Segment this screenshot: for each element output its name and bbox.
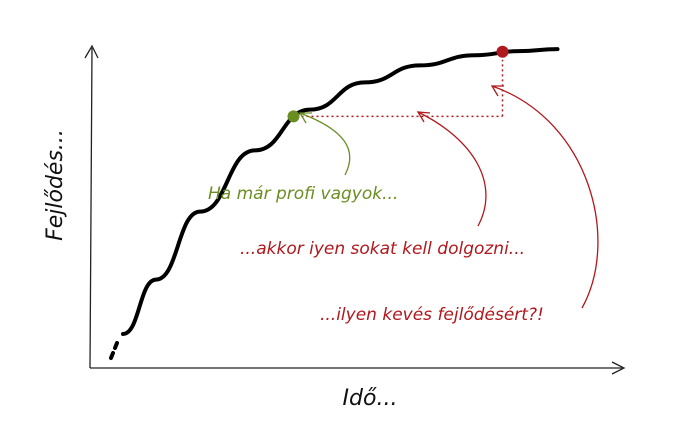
series-group	[109, 47, 560, 360]
arrow-red-2	[491, 85, 599, 309]
arrow-green	[299, 112, 351, 176]
series-start-dash-1	[109, 351, 115, 360]
arrow-red-1-head	[416, 111, 431, 123]
x-axis-arrowhead	[611, 361, 626, 375]
arrow-red-1	[417, 111, 487, 227]
series-line-0	[121, 47, 560, 336]
annotation-red-1: ...akkor iyen sokat kell dolgozni...	[240, 239, 525, 259]
annotation-green: Ha már profi vagyok...	[208, 184, 398, 204]
series-start-dash-0	[113, 341, 119, 350]
y-axis-title: Fejlődés...	[43, 129, 68, 241]
data-point-0	[287, 110, 300, 123]
x-axis-title: Idő...	[343, 386, 398, 411]
points-group	[287, 45, 509, 123]
y-axis-arrowhead	[84, 44, 99, 59]
data-point-1	[496, 45, 509, 58]
arrow-red-2-head	[490, 85, 504, 97]
y-axis	[89, 47, 93, 369]
annotation-red-2: ...ilyen kevés fejlődésért?!	[320, 305, 544, 325]
arrow-green-head	[298, 112, 312, 124]
